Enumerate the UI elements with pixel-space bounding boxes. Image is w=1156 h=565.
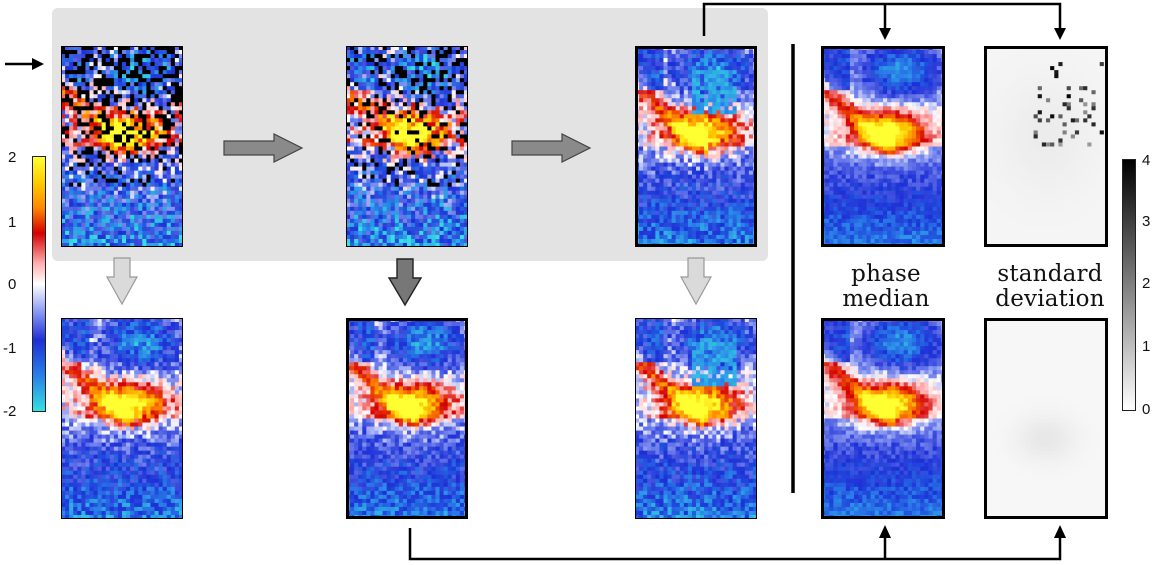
process-arrow-2 (511, 133, 592, 163)
standard-deviation-label-line1: standard (997, 261, 1103, 287)
standard-deviation-label: standard deviation (980, 262, 1120, 312)
std-dev-bottom (984, 318, 1108, 519)
phase-tick-neg1: -1 (3, 340, 17, 357)
bottom-map-1 (61, 318, 183, 519)
std-tick-1: 1 (1142, 338, 1151, 355)
bottom-map-2 (346, 318, 468, 519)
std-tick-3: 3 (1142, 213, 1151, 230)
bottom-connector-line (408, 525, 1066, 561)
phase-tick-1: 1 (8, 214, 17, 231)
phase-median-bottom (821, 318, 945, 519)
bottom-map-3 (635, 318, 757, 519)
phase-median-top (821, 46, 945, 247)
phase-tick-0: 0 (8, 276, 17, 293)
phase-tick-neg2: -2 (3, 403, 17, 420)
top-map-3 (635, 46, 757, 247)
standard-deviation-label-line2: deviation (995, 286, 1105, 312)
down-arrow-dark (387, 258, 423, 307)
std-dev-top (984, 46, 1108, 247)
down-arrow-light-1 (105, 257, 139, 306)
top-map-1 (61, 46, 183, 247)
top-connector-line (702, 2, 1066, 40)
std-colorbar (1122, 159, 1136, 411)
phase-median-label-line1: phase (851, 261, 921, 287)
phase-colorbar (32, 156, 46, 412)
input-arrow (5, 58, 44, 70)
phase-tick-2: 2 (8, 149, 17, 166)
std-tick-0: 0 (1142, 401, 1151, 418)
phase-median-label-line2: median (842, 286, 930, 312)
process-arrow-1 (223, 133, 304, 163)
top-map-2 (346, 46, 468, 247)
std-tick-4: 4 (1142, 152, 1151, 169)
phase-median-label: phase median (825, 262, 947, 312)
std-tick-2: 2 (1142, 275, 1151, 292)
down-arrow-light-2 (679, 257, 713, 306)
